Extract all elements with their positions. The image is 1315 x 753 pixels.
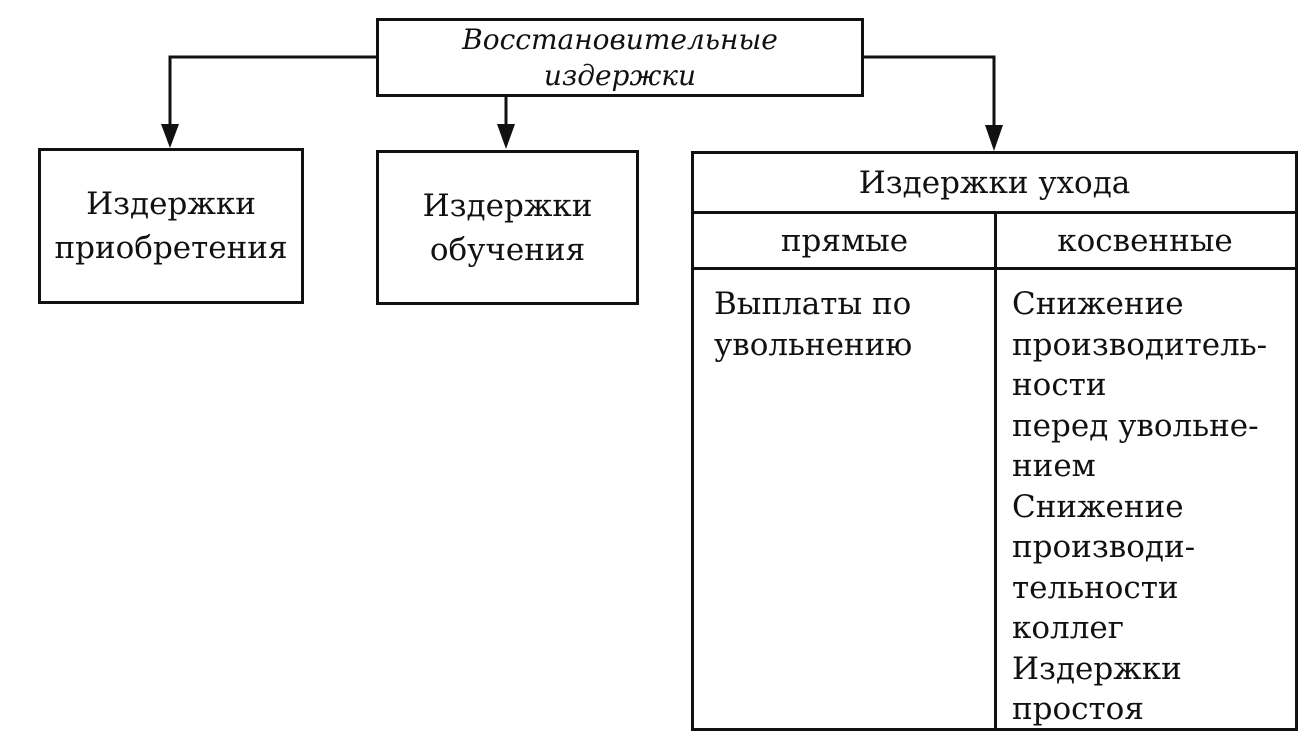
- direct-costs-header: прямые: [694, 214, 995, 270]
- exit-costs-title: Издержки ухода: [694, 154, 1295, 214]
- arrowhead-training: [497, 124, 515, 149]
- training-line-2: обучения: [429, 231, 586, 268]
- training-line-1: Издержки: [422, 187, 593, 224]
- acquisition-line-1: Издержки: [86, 186, 256, 222]
- direct-line: увольнению: [714, 326, 913, 363]
- restoration-costs-box: Восстановительные издержки: [376, 18, 864, 97]
- column-divider: [994, 214, 997, 728]
- acquisition-line-2: приобретения: [54, 230, 288, 266]
- root-line-1: Восстановительные: [462, 22, 778, 56]
- indirect-line: производитель-: [1012, 326, 1268, 363]
- direct-line: Выплаты по: [714, 286, 912, 322]
- indirect-line: Снижение: [1012, 488, 1184, 525]
- direct-costs-cell: Выплаты по увольнению: [714, 284, 984, 365]
- connector-to-exit: [864, 55, 996, 127]
- exit-costs-table: Издержки ухода прямые косвенные Выплаты …: [691, 151, 1298, 731]
- indirect-line: ности: [1012, 367, 1107, 403]
- indirect-line: Издержки: [1012, 650, 1182, 687]
- connector-to-acquisition: [168, 55, 376, 126]
- root-line-2: издержки: [543, 58, 697, 92]
- indirect-costs-cell: Снижение производитель- ности перед увол…: [1012, 284, 1292, 730]
- arrowhead-acquisition: [161, 124, 179, 148]
- indirect-line: производи-: [1012, 529, 1196, 565]
- training-costs-box: Издержки обучения: [376, 150, 639, 305]
- arrowhead-exit: [985, 125, 1003, 151]
- indirect-line: тельности: [1012, 569, 1179, 606]
- indirect-line: перед увольне-: [1012, 407, 1259, 444]
- indirect-costs-header: косвенные: [995, 214, 1295, 270]
- indirect-line: нием: [1012, 448, 1096, 484]
- indirect-line: простоя: [1012, 691, 1144, 727]
- indirect-line: коллег: [1012, 610, 1125, 646]
- indirect-line: Снижение: [1012, 286, 1184, 322]
- acquisition-costs-box: Издержки приобретения: [38, 148, 304, 304]
